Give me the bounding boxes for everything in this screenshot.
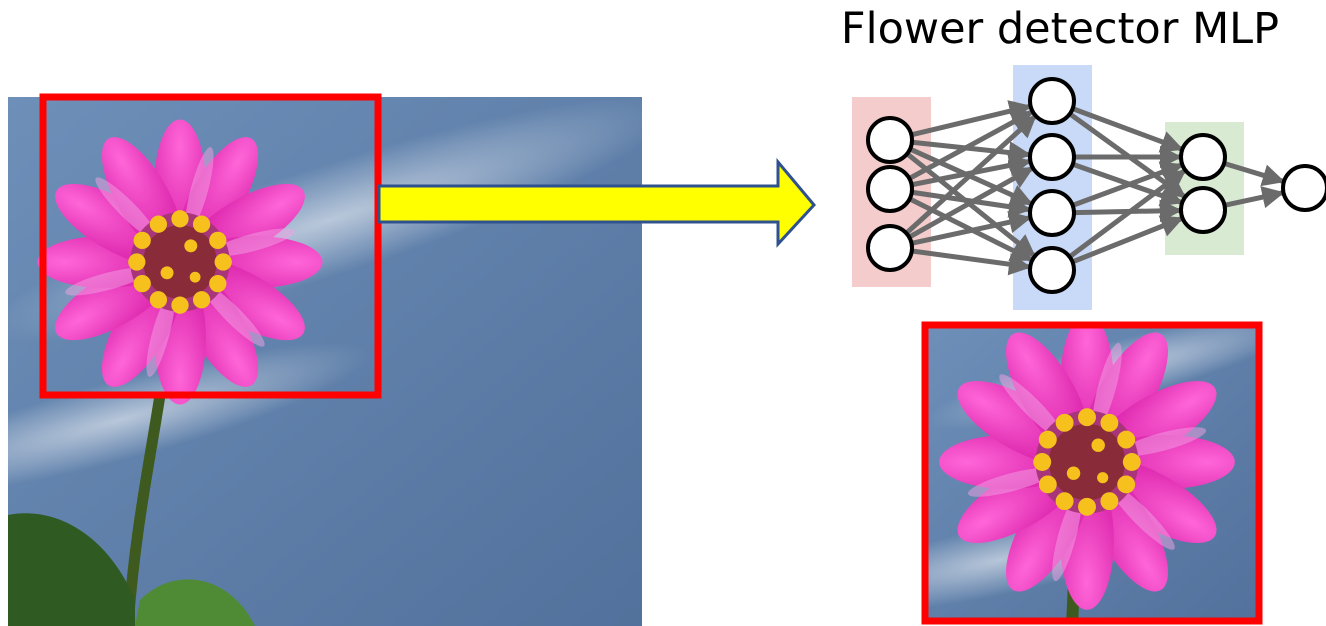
mlp-edge (1068, 168, 1187, 259)
mlp-edge (904, 114, 1037, 236)
mlp-neuron (1179, 133, 1227, 181)
mlp-edge (908, 109, 1034, 181)
leaf-right (135, 579, 255, 626)
mlp-neuron (866, 116, 914, 164)
mlp-neuron (1281, 164, 1326, 212)
mlp-edge (1223, 161, 1286, 187)
mlp-edge (911, 248, 1032, 276)
mlp-neuron (866, 165, 914, 213)
mlp-edge (907, 166, 1034, 240)
mlp-edge (1071, 215, 1184, 265)
leaf-left (8, 513, 135, 626)
mlp-neuron (1179, 186, 1227, 234)
mlp-edge (1071, 106, 1184, 153)
mlp-diagram (852, 65, 1326, 310)
mlp-neuron (1028, 189, 1076, 237)
mlp-neuron (1028, 133, 1076, 181)
mlp-neuron (1028, 246, 1076, 294)
flower-photo (8, 97, 642, 626)
cropped-flower-image (925, 325, 1259, 621)
crop-frame (921, 321, 1263, 625)
mlp-edge (911, 139, 1032, 164)
yellow-arrow (377, 157, 816, 248)
mlp-edge (910, 211, 1032, 246)
mlp-neuron (866, 224, 914, 272)
mlp-edges (904, 100, 1286, 276)
mlp-edge (1223, 186, 1285, 209)
crop-box (39, 93, 382, 399)
mlp-nodes (866, 77, 1326, 294)
diagram-title: Flower detector MLP (840, 4, 1280, 54)
mlp-neuron (1028, 77, 1076, 125)
